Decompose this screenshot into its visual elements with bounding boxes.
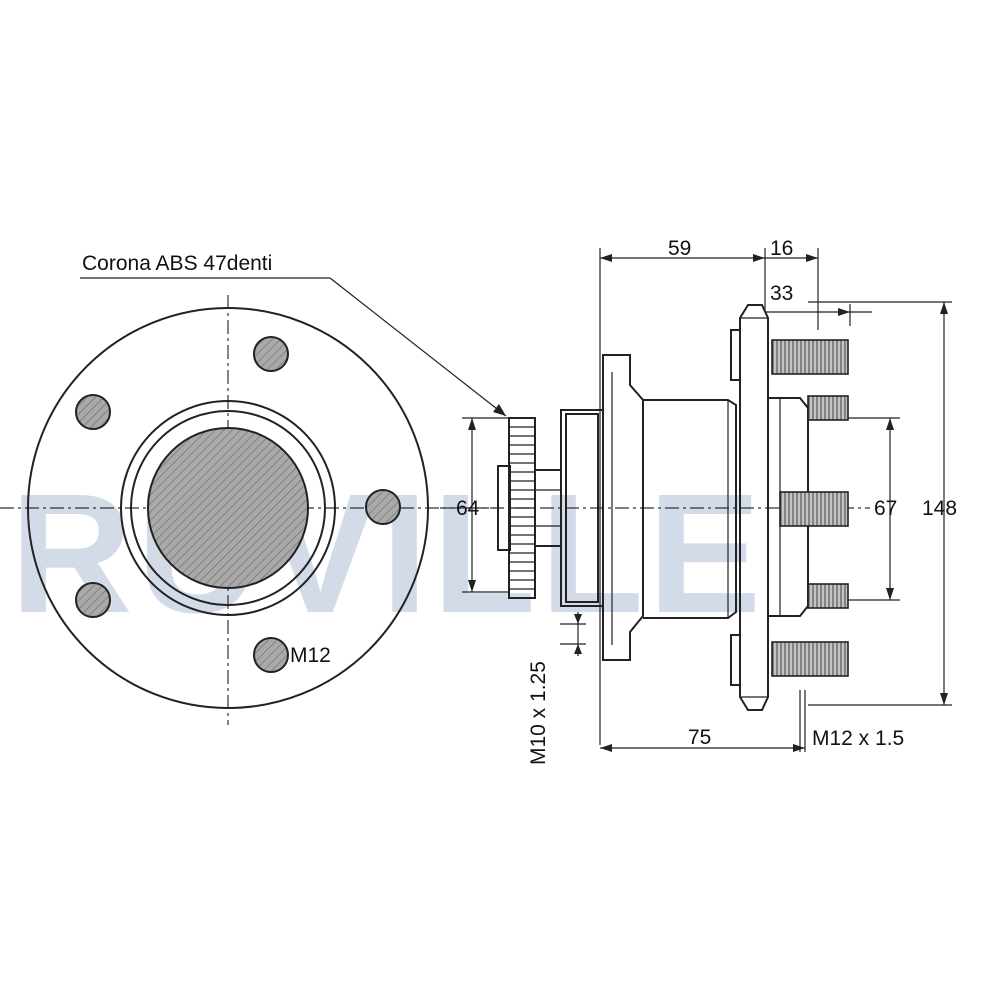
abs-ring-leader xyxy=(329,277,507,417)
wheel-stud-1 xyxy=(771,339,849,375)
front-view: M12 xyxy=(0,295,500,725)
wheel-stud-3 xyxy=(779,491,849,527)
hub-bore-section xyxy=(147,427,309,589)
dim-64-label: 64 xyxy=(456,497,480,520)
hub-outer-ring xyxy=(120,400,336,616)
stud-thread-label: M12 x 1.5 xyxy=(812,727,904,750)
bolt-thread-label: M12 xyxy=(290,644,331,667)
abs-ring-callout: Corona ABS 47denti xyxy=(80,252,507,417)
hub-body xyxy=(643,399,737,619)
dim-59-label: 59 xyxy=(668,237,691,260)
knuckle-flange xyxy=(602,354,644,661)
wheel-stud-5 xyxy=(771,641,849,677)
side-view xyxy=(440,304,870,711)
bearing-housing-inner-lip xyxy=(565,413,599,603)
hub-inner-ring xyxy=(130,410,326,606)
wheel-stud-2 xyxy=(807,395,849,421)
dim-67-label: 67 xyxy=(874,497,897,520)
bolt-hole-2 xyxy=(75,394,111,430)
flange-outline xyxy=(27,307,429,709)
dim-148-label: 148 xyxy=(922,497,957,520)
abs-ring-label: Corona ABS 47denti xyxy=(82,252,272,275)
bolt-hole-5 xyxy=(253,637,289,673)
hub-thread-label: M10 x 1.25 xyxy=(527,661,550,765)
flange-boss-bottom xyxy=(730,634,741,686)
flange-boss-top xyxy=(730,329,741,381)
dim-16-label: 16 xyxy=(770,237,793,260)
dim-33-label: 33 xyxy=(770,282,793,305)
wheel-stud-4 xyxy=(807,583,849,609)
abs-teeth xyxy=(509,426,535,590)
dim-75-label: 75 xyxy=(688,726,711,749)
bolt-hole-1 xyxy=(253,336,289,372)
spindle-nut xyxy=(497,465,511,551)
bolt-hole-3 xyxy=(365,489,401,525)
dimensions: 59 16 33 64 67 148 xyxy=(456,237,957,765)
abs-ring-arrowhead xyxy=(493,404,506,416)
bolt-hole-4 xyxy=(75,582,111,618)
